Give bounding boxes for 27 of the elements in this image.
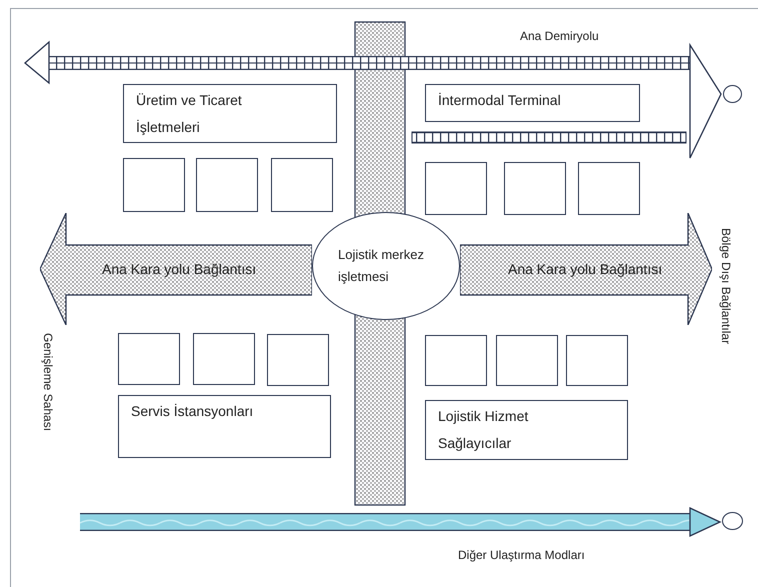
facility-box: Lojistik Hizmet Sağlayıcılar <box>425 400 628 460</box>
circle-node <box>723 85 742 103</box>
road-label: Ana Kara yolu Bağlantısı <box>102 261 256 277</box>
empty-box <box>425 335 487 386</box>
empty-box <box>118 333 180 385</box>
circle-node <box>722 512 743 530</box>
empty-box <box>267 334 329 386</box>
empty-box <box>193 333 255 385</box>
center-label: Lojistik merkez işletmesi <box>338 246 425 286</box>
facility-box: İntermodal Terminal <box>425 84 640 122</box>
transport-arrow <box>80 507 721 537</box>
empty-box <box>566 335 628 386</box>
side-label: Bölge Dışı Bağlantılar <box>719 228 733 344</box>
edge-label: Diğer Ulaştırma Modları <box>458 548 585 562</box>
facility-box: Servis İstansyonları <box>118 395 331 458</box>
road-label: Ana Kara yolu Bağlantısı <box>508 261 662 277</box>
empty-box <box>425 162 487 215</box>
empty-box <box>196 158 258 212</box>
facility-box: Üretim ve Ticaret İşletmeleri <box>123 84 337 143</box>
empty-box <box>271 158 333 212</box>
empty-box <box>578 162 640 215</box>
empty-box <box>496 335 558 386</box>
side-label: Genişleme Sahası <box>41 333 55 432</box>
edge-label: Ana Demiryolu <box>520 29 599 43</box>
empty-box <box>123 158 185 212</box>
railway-arrow <box>24 41 722 159</box>
empty-box <box>504 162 566 215</box>
